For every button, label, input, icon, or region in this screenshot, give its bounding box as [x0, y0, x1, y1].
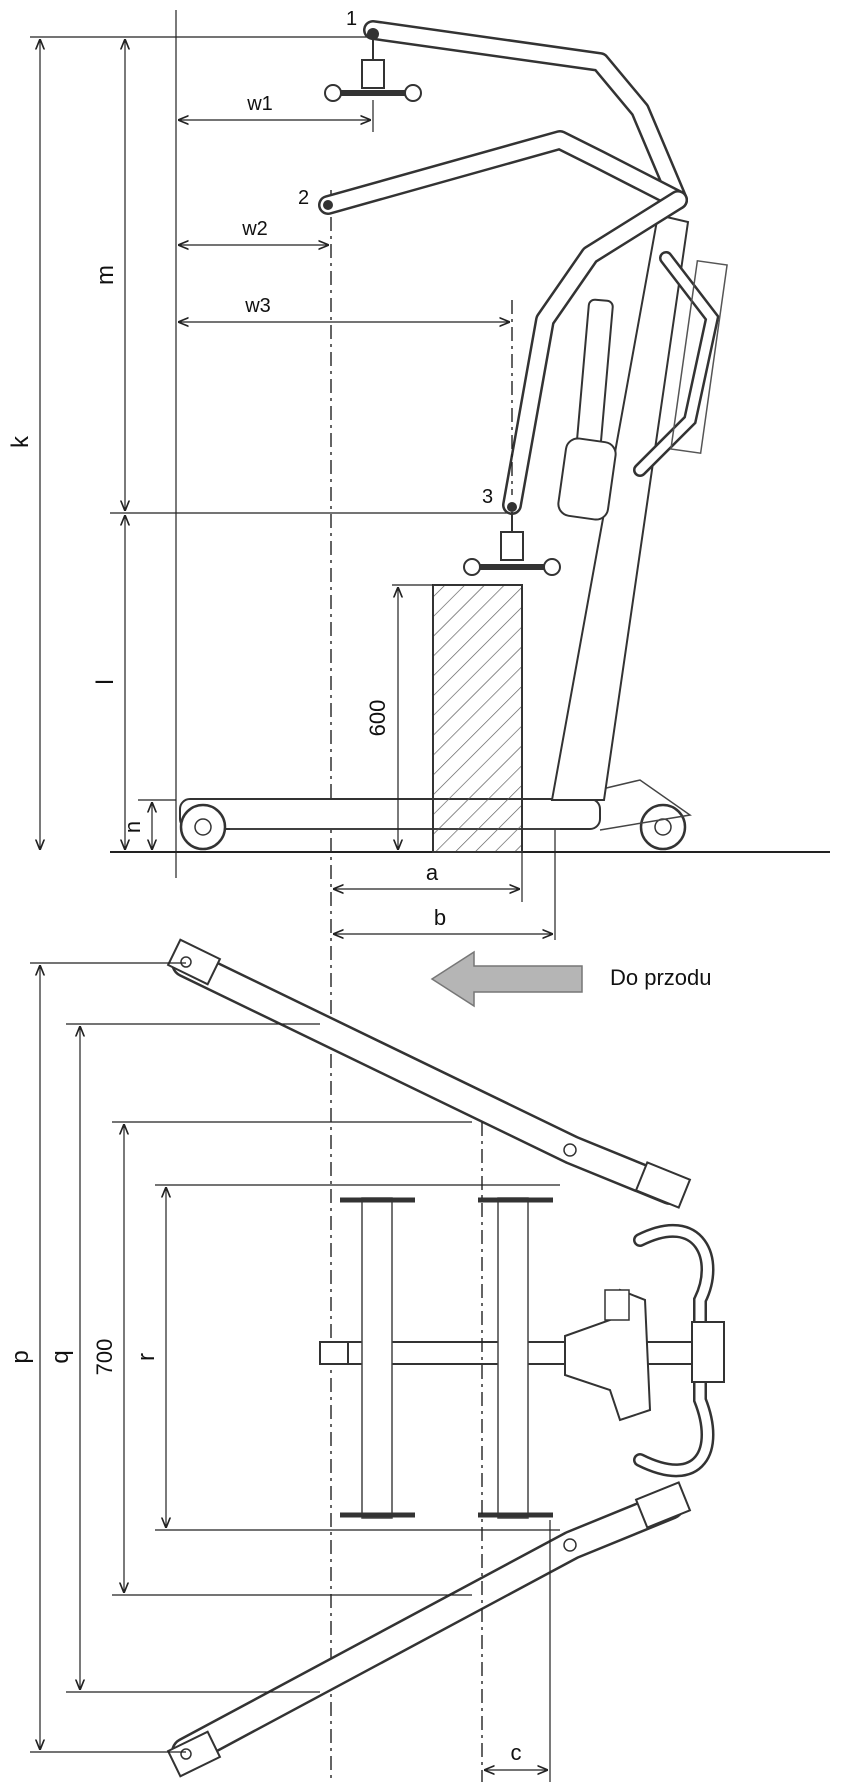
dim-c-label: c: [511, 1740, 522, 1765]
spreader-bar-top-2: [478, 1197, 553, 1519]
dim-700-label: 700: [92, 1339, 117, 1376]
boom-position-2-label: 2: [298, 187, 309, 209]
spreader-bar-top-1: [340, 1197, 415, 1519]
boom-position-3-label: 3: [482, 486, 493, 508]
dim-600-label: 600: [365, 700, 390, 737]
side-view: 600 1 2 3 w1 w2 w3 k m l n a b: [7, 8, 830, 1782]
dim-w2-label: w2: [241, 218, 268, 240]
boom-position-2: [318, 130, 688, 215]
dim-r-label: r: [133, 1353, 160, 1361]
base-leg-upper: [166, 938, 692, 1209]
mast-top-view: [564, 1223, 725, 1478]
mast: [550, 213, 690, 801]
dim-w1-label: w1: [246, 93, 273, 115]
dim-b-label: b: [434, 905, 446, 930]
base-leg-lower: [166, 1481, 692, 1778]
base-chassis: [179, 798, 601, 830]
spreader-bar-1: [324, 40, 422, 102]
dim-a-label: a: [426, 860, 439, 885]
dim-n-label: n: [120, 821, 145, 833]
dim-l-label: l: [92, 679, 119, 684]
dim-w3-label: w3: [244, 295, 271, 317]
dim-q-label: q: [47, 1350, 74, 1363]
boom-position-1-label: 1: [346, 8, 357, 30]
dim-p-label: p: [7, 1350, 34, 1363]
spreader-bar-3: [463, 512, 561, 576]
dim-m-label: m: [92, 265, 119, 285]
direction-label: Do przodu: [610, 965, 712, 990]
obstacle-block: [432, 584, 523, 853]
top-view: Do przodu: [7, 938, 725, 1782]
dim-k-label: k: [7, 435, 34, 448]
actuator: [576, 298, 614, 447]
forward-arrow-icon: [430, 950, 583, 1008]
boom-position-3: [502, 190, 688, 515]
